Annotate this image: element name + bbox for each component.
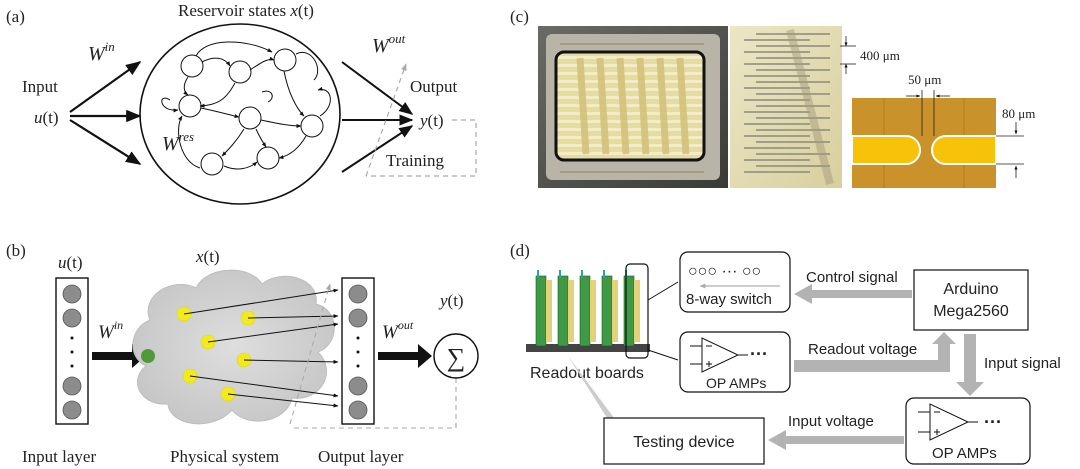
output-arrow-up bbox=[341, 61, 414, 115]
reservoir-title: Reservoir states x(t) bbox=[178, 1, 314, 20]
readout-voltage-label: Readout voltage bbox=[808, 341, 917, 358]
readout-voltage-arrow bbox=[794, 332, 956, 372]
input-thick-arrow bbox=[92, 344, 146, 368]
switch-label: 8-way switch bbox=[686, 291, 772, 308]
training-label: Training bbox=[386, 151, 444, 170]
reservoir-network bbox=[161, 41, 331, 176]
arduino-line2: Mega2560 bbox=[933, 303, 1009, 320]
board-to-testing-line bbox=[568, 356, 620, 426]
b-training-dashed-arrow bbox=[289, 283, 331, 425]
input-arrow-down bbox=[69, 119, 142, 165]
output-layer-ellipsis bbox=[356, 336, 360, 368]
panel-d: (d) bbox=[510, 241, 1061, 465]
input-voltage-label: Input voltage bbox=[788, 413, 874, 430]
readout-boards-label: Readout boards bbox=[530, 365, 644, 382]
panel-d-label: (d) bbox=[510, 241, 530, 260]
panel-a: (a) Reservoir states x(t) Input u(t) Win bbox=[6, 1, 477, 205]
arduino-box bbox=[913, 269, 1029, 331]
dim-50: 50 μm bbox=[908, 72, 941, 87]
physical-system-label: Physical system bbox=[170, 447, 279, 466]
output-layer-nodes bbox=[348, 284, 368, 420]
dim-80: 80 μm bbox=[1002, 106, 1035, 121]
panel-b-label: (b) bbox=[6, 241, 26, 260]
switch-circles: ○○○ ··· ○○ bbox=[688, 263, 761, 280]
chip-photo bbox=[538, 26, 728, 188]
switch-box bbox=[679, 251, 791, 313]
opamp2-label: OP AMPs bbox=[932, 445, 997, 462]
opamp2-symbol bbox=[918, 403, 978, 441]
opamp1-label: OP AMPs bbox=[706, 375, 766, 391]
testing-device-box bbox=[603, 417, 765, 465]
output-label: Output bbox=[410, 77, 458, 96]
training-dashed-arrow bbox=[365, 63, 407, 177]
gap-zoom: 50 μm 80 μm bbox=[851, 72, 1035, 188]
w-in-label: Win bbox=[88, 39, 115, 65]
input-label: Input bbox=[22, 77, 58, 96]
control-signal-arrow bbox=[794, 284, 912, 304]
opamp1-symbol bbox=[690, 337, 748, 373]
testing-device-label: Testing device bbox=[633, 434, 734, 451]
input-layer-ellipsis bbox=[70, 336, 74, 368]
panel-c: (c) bbox=[510, 7, 1035, 188]
summation-circle bbox=[433, 333, 479, 379]
output-thick-arrow bbox=[378, 344, 432, 368]
panel-b: (b) u(t) x(t) y(t) Win bbox=[6, 241, 479, 466]
input-u: u(t) bbox=[34, 108, 59, 127]
reservoir-circle bbox=[139, 23, 341, 205]
input-layer-label: Input layer bbox=[22, 447, 96, 466]
readout-arrows bbox=[183, 288, 339, 408]
output-layer-label: Output layer bbox=[318, 447, 404, 466]
y-t-label: y(t) bbox=[438, 291, 464, 310]
input-signal-arrow bbox=[956, 334, 984, 396]
arduino-line1: Arduino bbox=[943, 281, 998, 298]
panel-c-label: (c) bbox=[510, 7, 529, 26]
physical-nodes bbox=[176, 306, 256, 402]
output-arrow-down bbox=[341, 125, 414, 173]
w-res-label: Wres bbox=[162, 129, 194, 155]
input-arrow-up bbox=[69, 61, 142, 113]
output-y: y(t) bbox=[418, 111, 444, 130]
readout-boards-image bbox=[526, 263, 650, 359]
u-t-label: u(t) bbox=[58, 253, 83, 272]
green-input-node bbox=[141, 349, 155, 363]
input-layer-nodes bbox=[62, 284, 82, 420]
b-w-in-label: Win bbox=[98, 318, 123, 343]
control-signal-label: Control signal bbox=[806, 269, 898, 286]
input-voltage-arrow bbox=[768, 430, 904, 450]
board-to-switch-line bbox=[647, 281, 679, 301]
b-feedback-line bbox=[292, 378, 457, 429]
panel-a-label: (a) bbox=[6, 7, 25, 26]
physical-system-cloud bbox=[132, 269, 335, 425]
electrode-zoom: 400 μm bbox=[730, 26, 900, 188]
b-w-out-label: Wout bbox=[382, 318, 414, 343]
training-feedback-line bbox=[366, 119, 477, 177]
input-signal-label: Input signal bbox=[984, 355, 1061, 372]
w-out-label: Wout bbox=[372, 31, 406, 57]
board-to-opamp-line bbox=[647, 349, 679, 361]
opamp1-dots: ··· bbox=[750, 344, 768, 364]
opamp2-dots: ··· bbox=[984, 412, 1002, 432]
dim-400: 400 μm bbox=[860, 48, 900, 63]
summation-symbol: ∑ bbox=[447, 343, 466, 372]
x-t-label: x(t) bbox=[195, 247, 220, 266]
